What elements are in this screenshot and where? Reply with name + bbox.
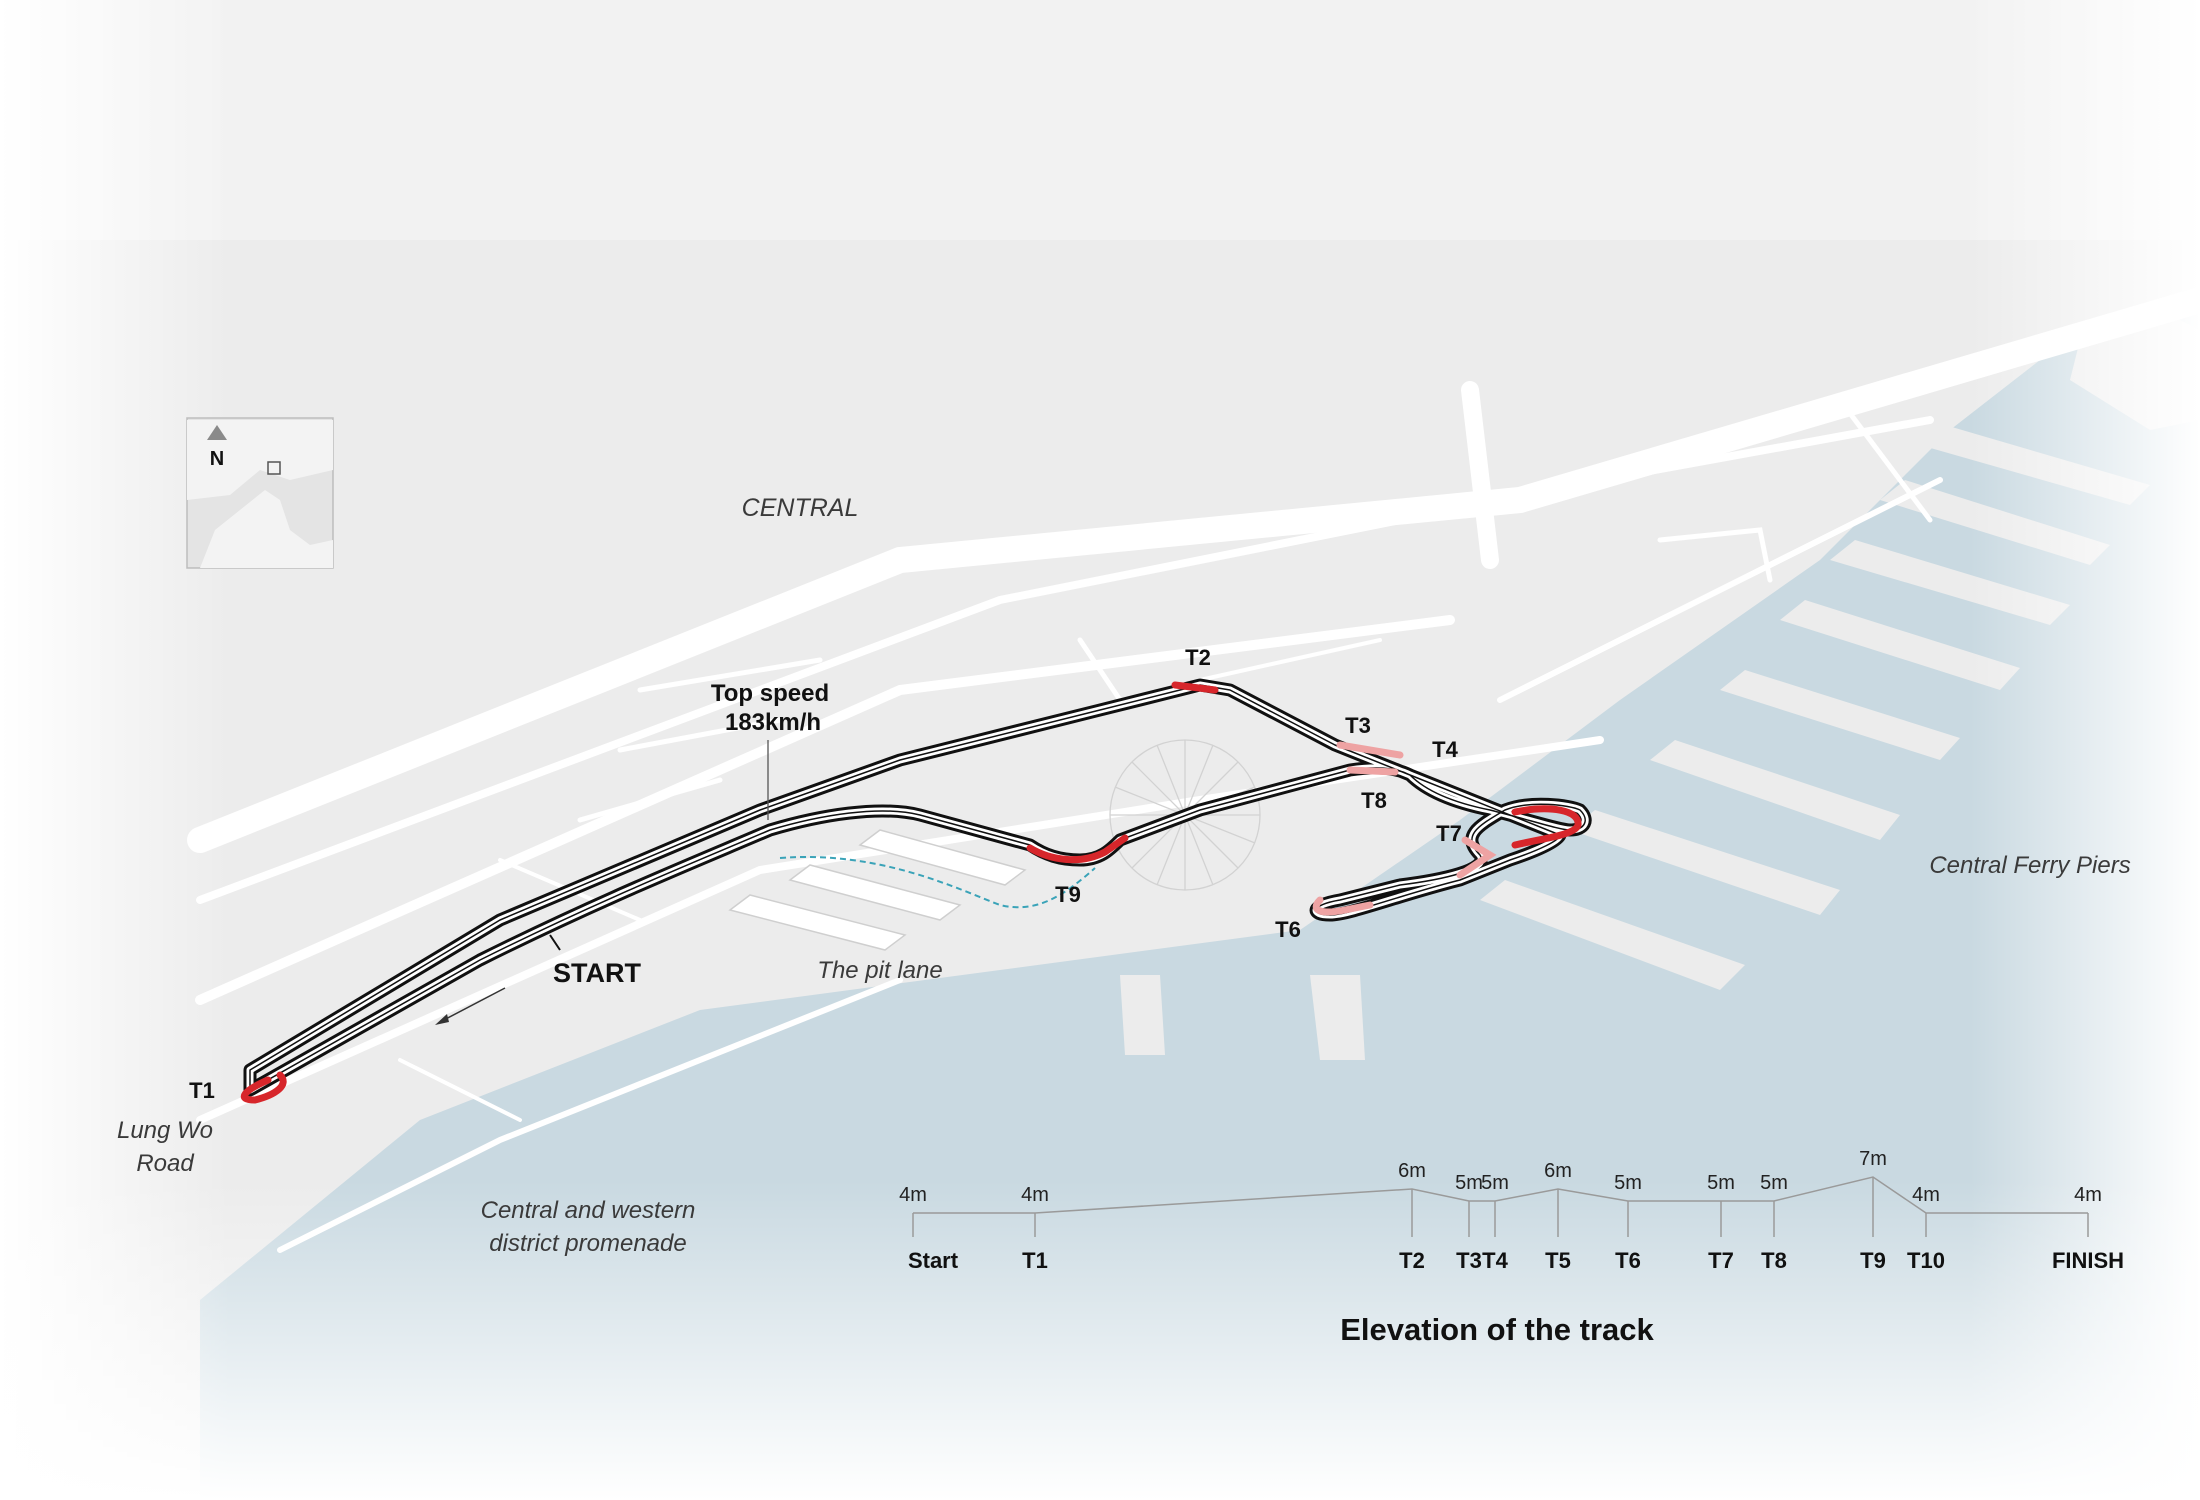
district-label: CENTRAL bbox=[742, 494, 859, 522]
promenade-label-line1: Central and western bbox=[481, 1197, 696, 1224]
elevation-height-label: 4m bbox=[899, 1184, 927, 1206]
elevation-point-label: FINISH bbox=[2052, 1248, 2124, 1273]
braking-zones bbox=[240, 681, 1582, 1104]
elevation-height-label: 5m bbox=[1481, 1172, 1509, 1194]
elevation-height-label: 5m bbox=[1455, 1172, 1483, 1194]
north-label: N bbox=[210, 448, 224, 470]
turn-label-t6: T6 bbox=[1275, 917, 1301, 942]
turn-label-t2: T2 bbox=[1185, 645, 1211, 670]
pit-lane-path bbox=[779, 856, 1096, 909]
elevation-height-label: 4m bbox=[1021, 1184, 1049, 1206]
top-speed-label-line1: Top speed bbox=[711, 680, 829, 707]
elevation-height-label: 5m bbox=[1760, 1172, 1788, 1194]
locator-box bbox=[267, 461, 281, 475]
north-arrow-icon bbox=[207, 425, 227, 440]
elevation-point-label: T3 bbox=[1456, 1248, 1482, 1273]
fade-top bbox=[0, 0, 2200, 240]
elevation-point-label: T9 bbox=[1860, 1248, 1886, 1273]
elevation-point-label: T4 bbox=[1482, 1248, 1508, 1273]
direction-arrow-icon bbox=[435, 987, 506, 1025]
top-speed-label-line2: 183km/h bbox=[725, 709, 821, 736]
elevation-height-label: 6m bbox=[1398, 1160, 1426, 1182]
elevation-height-label: 6m bbox=[1544, 1160, 1572, 1182]
elevation-point-label: T8 bbox=[1761, 1248, 1787, 1273]
start-line bbox=[549, 934, 561, 951]
elevation-point-label: Start bbox=[908, 1248, 959, 1273]
road-label-line1: Lung Wo bbox=[117, 1117, 213, 1144]
elevation-point-label: T2 bbox=[1399, 1248, 1425, 1273]
promenade-label-line2: district promenade bbox=[489, 1230, 686, 1257]
elevation-height-label: 4m bbox=[1912, 1184, 1940, 1206]
ferry-piers-label: Central Ferry Piers bbox=[1929, 852, 2130, 879]
turn-label-t8: T8 bbox=[1361, 788, 1387, 813]
turn-label-t1: T1 bbox=[189, 1078, 215, 1103]
road-label-line2: Road bbox=[136, 1150, 194, 1177]
pit-garages bbox=[728, 829, 1027, 951]
elevation-height-label: 7m bbox=[1859, 1148, 1887, 1170]
elevation-point-label: T6 bbox=[1615, 1248, 1641, 1273]
elevation-line bbox=[913, 1176, 2088, 1214]
locator-inset bbox=[186, 417, 334, 569]
elevation-height-label: 4m bbox=[2074, 1184, 2102, 1206]
elevation-point-label: T10 bbox=[1907, 1248, 1945, 1273]
turn-label-t9: T9 bbox=[1055, 882, 1081, 907]
start-label: START bbox=[553, 958, 641, 988]
elevation-height-label: 5m bbox=[1707, 1172, 1735, 1194]
pit-lane-label: The pit lane bbox=[817, 957, 942, 984]
elevation-height-label: 5m bbox=[1614, 1172, 1642, 1194]
elevation-point-label: T1 bbox=[1022, 1248, 1048, 1273]
elevation-title: Elevation of the track bbox=[1340, 1312, 1654, 1347]
elevation-point-label: T7 bbox=[1708, 1248, 1734, 1273]
turn-label-t3: T3 bbox=[1345, 713, 1371, 738]
fade-bottom bbox=[0, 1180, 2200, 1500]
elevation-point-label: T5 bbox=[1545, 1248, 1571, 1273]
turn-label-t7: T7 bbox=[1436, 821, 1462, 846]
turn-label-t4: T4 bbox=[1432, 737, 1458, 762]
